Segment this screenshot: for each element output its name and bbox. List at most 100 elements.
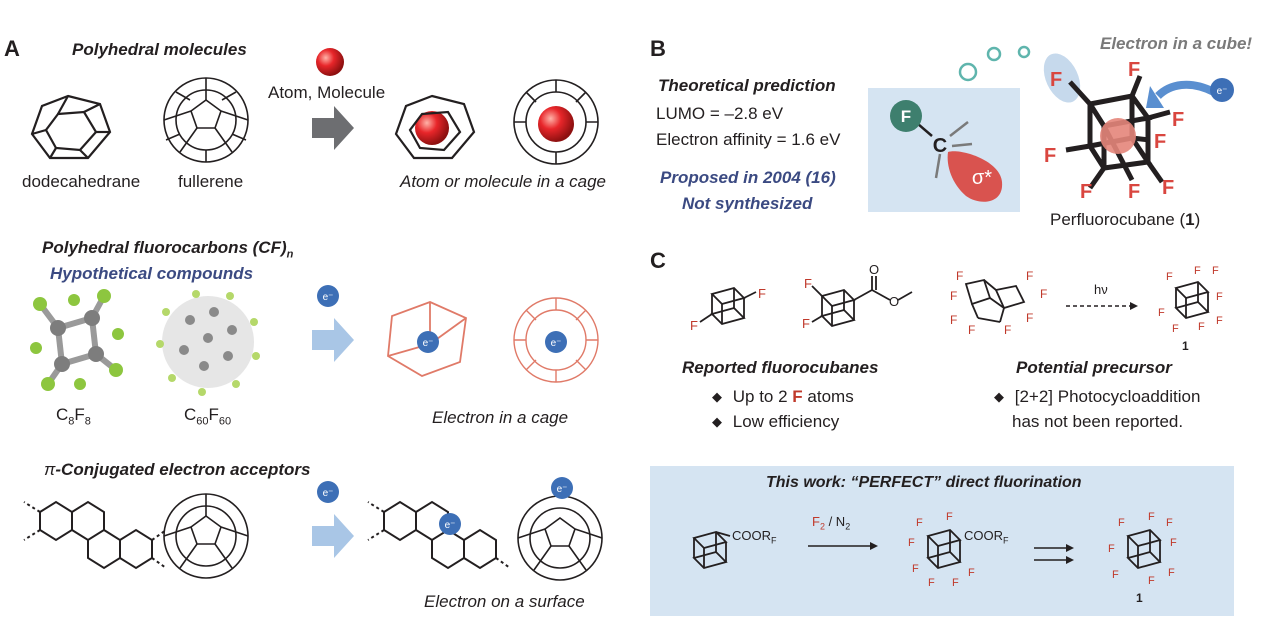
cube-electron: [417, 331, 439, 353]
c60f60-label: C60F60: [184, 405, 231, 427]
fin-f-6: F: [1112, 569, 1119, 581]
cube-center-electron: [1100, 118, 1136, 154]
final-f-labels: F F F F F F F F: [1108, 511, 1177, 587]
sigma-star-lobe: [947, 151, 1003, 202]
teal-bubble-3: [1017, 45, 1031, 59]
fc1-f-1: F: [758, 286, 766, 301]
coor-start-sub: F: [771, 535, 777, 546]
electron-arrow-row3: [312, 514, 354, 558]
pre-f-5: F: [1004, 323, 1011, 337]
row3-pi: π: [44, 460, 56, 479]
atom-in-cage-label: Atom or molecule in a cage: [400, 172, 606, 191]
surface-electron-label: e⁻: [557, 484, 568, 495]
small-cube-f-labels: F F F F F F F F: [1158, 265, 1223, 335]
c60f60-f: F: [208, 405, 219, 424]
precursor-structure: [964, 278, 1026, 323]
row1-title: Polyhedral molecules: [72, 40, 247, 59]
fullerene-cage-salmon: [513, 297, 599, 383]
fin-f-5: F: [1108, 543, 1115, 555]
reported-bullet-1: Up to 2 F atoms: [712, 387, 854, 407]
c8f8-s1: 8: [68, 415, 75, 428]
perfluorocubane-small: [1174, 280, 1210, 320]
panel-b-letter: B: [650, 36, 666, 61]
pah-ribbon: [23, 500, 167, 570]
fester-f-labels: F F F F F F F: [908, 511, 975, 589]
pre-f-3: F: [950, 313, 957, 327]
electron-affinity: Electron affinity = 1.6 eV: [656, 130, 841, 149]
dodecahedrane-structure: [30, 94, 112, 160]
sc-f-8: F: [1216, 315, 1223, 327]
electron-in-cube-label: Electron in a cube!: [1100, 34, 1253, 53]
final-perfluorocubane: [1126, 528, 1162, 570]
c8f8-model: [30, 289, 124, 391]
cube-f-8: F: [1162, 177, 1174, 199]
fe-f-2: F: [946, 511, 953, 523]
surface-electron: [551, 477, 573, 499]
row2-title: Polyhedral fluorocarbons (CF)n: [42, 238, 293, 260]
cube-f-1: F: [1050, 69, 1062, 91]
proposed-2004: Proposed in 2004 (16): [660, 168, 836, 187]
fe-f-1: F: [916, 517, 923, 529]
potential-precursor: Potential precursor: [1016, 358, 1172, 377]
theoretical-prediction: Theoretical prediction: [658, 76, 836, 95]
reagent-rest: / N: [824, 514, 846, 529]
row3-title-text: -Conjugated electron acceptors: [55, 460, 311, 479]
fin-f-1: F: [1118, 517, 1125, 529]
bullet2-text: Low efficiency: [732, 412, 840, 431]
coor-start-main: COOR: [732, 528, 771, 543]
fe-f-5: F: [928, 577, 935, 589]
panel-a-letter: A: [4, 36, 20, 61]
row2-title-text: Polyhedral fluorocarbons (CF): [42, 238, 287, 257]
atom-molecule-label: Atom, Molecule: [268, 83, 386, 102]
fluorine-label: F: [901, 107, 911, 126]
row2-subtitle: Hypothetical compounds: [50, 264, 254, 283]
c60f60-model: [156, 290, 260, 396]
compound-1-label: 1: [1182, 339, 1189, 353]
precursor-f-labels: F F F F F F F F: [950, 269, 1047, 337]
encapsulation-arrow: [312, 106, 354, 150]
fluorocubane-1: [699, 286, 757, 326]
precursor-line-2: has not been reported.: [1012, 412, 1184, 431]
electron-ball-row2-label: e⁻: [323, 292, 334, 303]
sc-f-6: F: [1172, 323, 1179, 335]
fullerene-electron-label: e⁻: [551, 338, 562, 349]
sc-f-2: F: [1194, 265, 1201, 277]
sc-f-5: F: [1158, 307, 1165, 319]
cube-electron-label: e⁻: [423, 338, 434, 349]
c60f60-s2: 60: [218, 415, 232, 428]
perfluorocubane-close: ): [1194, 210, 1201, 229]
reagent-n-sub: 2: [845, 521, 851, 532]
electron-on-surface-label: Electron on a surface: [424, 592, 585, 611]
fluorinated-ester-cube: [926, 528, 962, 570]
perfluorocubane-name: Perfluorocubane (: [1050, 210, 1186, 229]
sigma-star-label: σ*: [972, 167, 992, 189]
hv-label: hν: [1094, 282, 1108, 297]
cube-f-2: F: [1128, 59, 1140, 81]
bullet1-post: atoms: [802, 387, 854, 406]
teal-bubble-2: [986, 46, 1002, 62]
lone-pair-lobe: [1043, 53, 1081, 103]
fe-f-3: F: [908, 537, 915, 549]
this-work-box: [650, 466, 1234, 616]
fin-f-8: F: [1168, 567, 1175, 579]
panel-a-graphics: e⁻ e⁻ e⁻ e⁻ e⁻: [23, 48, 603, 581]
reported-bullet-2: Low efficiency: [712, 412, 839, 432]
row3-title: π-Conjugated electron acceptors: [44, 460, 310, 480]
hv-arrow-head: [1130, 302, 1138, 310]
cube-f-labels: F F F F F F F F: [1044, 59, 1184, 203]
c-bond-1: [949, 121, 969, 137]
precursor-bullet-1: [2+2] Photocycloaddition: [994, 387, 1201, 407]
incoming-electron-label: e⁻: [1217, 86, 1228, 97]
fullerene-surface: [517, 495, 603, 581]
coor-fl-main: COOR: [964, 528, 1003, 543]
pre-f-8: F: [1026, 311, 1033, 325]
fullerene-label: fullerene: [178, 172, 244, 191]
cube-f-4: F: [1044, 145, 1056, 167]
curved-arrow: [1155, 80, 1216, 99]
fin-f-4: F: [1170, 537, 1177, 549]
pre-f-6: F: [1026, 269, 1033, 283]
c8f8-c: C: [56, 405, 69, 424]
final-compound-num: 1: [1136, 591, 1143, 605]
electron-ball-row3: [317, 481, 339, 503]
